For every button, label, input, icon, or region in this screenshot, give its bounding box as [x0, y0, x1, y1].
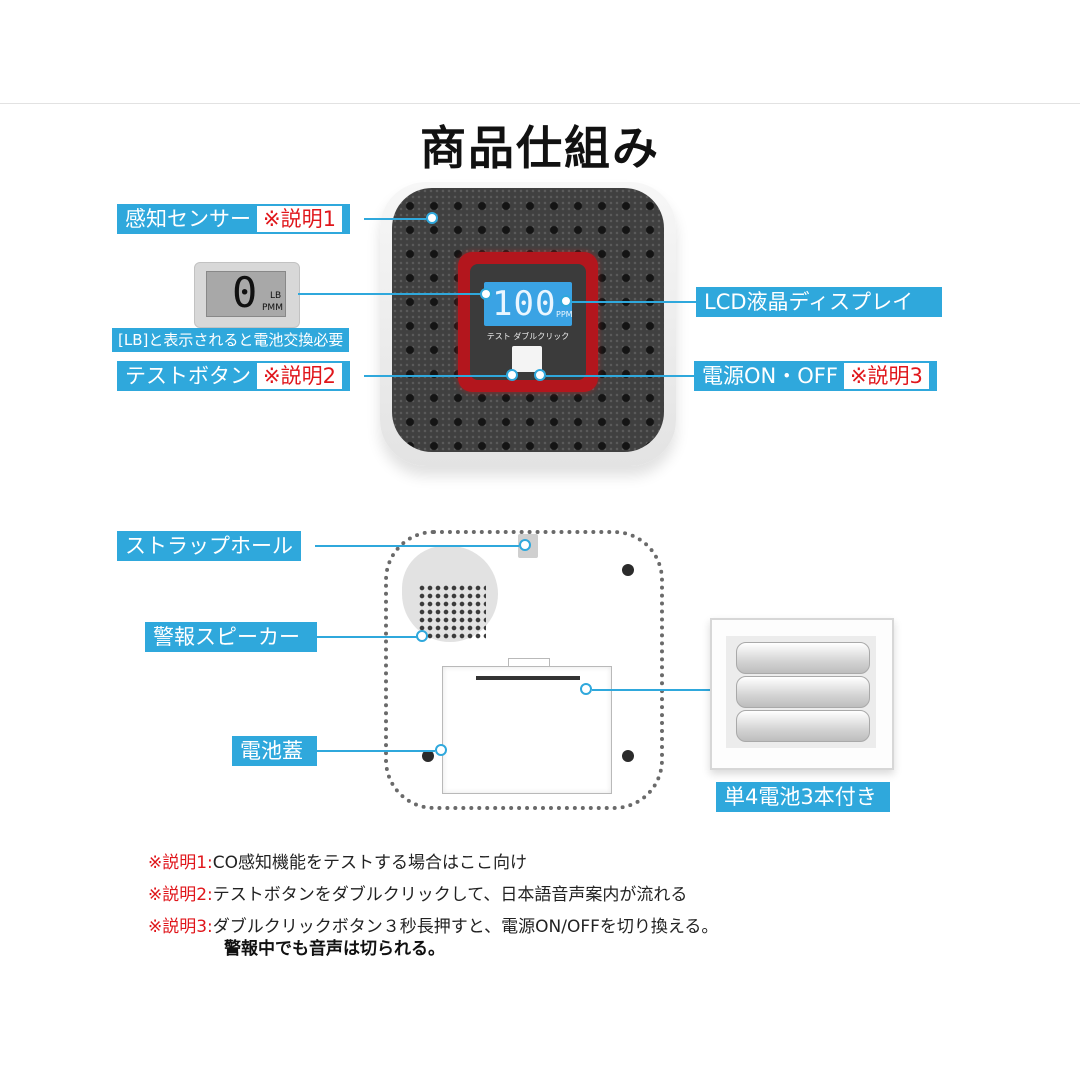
lb-unit: PMM — [262, 303, 283, 313]
callout-lcd: LCD液晶ディスプレイ — [696, 287, 942, 317]
callout-power-label: 電源ON・OFF — [702, 364, 838, 388]
lb-caption: [LB]と表示されると電池交換必要 — [112, 328, 350, 352]
callout-strap-line — [315, 545, 519, 547]
battery-cover-slot — [476, 676, 580, 680]
note-1: ※説明1:CO感知機能をテストする場合はここ向け — [148, 848, 527, 873]
screw-icon — [622, 564, 634, 576]
lcd-value: 100 — [492, 284, 557, 324]
callout-lcd-line — [572, 301, 696, 303]
callout-test-label: テストボタン — [125, 364, 251, 388]
callout-test-button: テストボタン※説明2 — [117, 361, 350, 391]
lb-display-screen — [206, 271, 286, 317]
lcd-right-dot — [560, 295, 572, 307]
note-2: ※説明2:テストボタンをダブルクリックして、日本語音声案内が流れる — [148, 880, 687, 905]
page-title: 商品仕組み — [420, 121, 660, 175]
callout-strap-hole: ストラップホール — [117, 531, 301, 561]
callout-batteries-line — [592, 689, 710, 691]
callout-speaker-line — [317, 636, 417, 638]
note-3: ※説明3:ダブルクリックボタン３秒長押すと、電源ON/OFFを切り換える。 — [148, 912, 718, 937]
battery-icon — [736, 676, 870, 708]
note-1-mark: ※説明1: — [148, 853, 213, 873]
callout-strap-dot — [519, 539, 531, 551]
lcd-screen — [484, 282, 572, 326]
note-3-text: ダブルクリックボタン３秒長押すと、電源ON/OFFを切り換える。 — [212, 917, 719, 937]
lb-digit: 0 — [232, 268, 258, 317]
callout-test-dot — [506, 369, 518, 381]
battery-cover-tab — [508, 658, 550, 669]
top-divider — [0, 103, 1080, 104]
callout-batteries-dot — [580, 683, 592, 695]
lb-to-lcd-line — [298, 293, 480, 295]
callout-lcd-label: LCD液晶ディスプレイ — [704, 290, 914, 314]
note-3-mark: ※説明3: — [148, 917, 213, 937]
callout-speaker-label: 警報スピーカー — [153, 625, 300, 649]
callout-test-note: ※説明2 — [257, 363, 342, 389]
callout-power: 電源ON・OFF※説明3 — [694, 361, 937, 391]
screw-icon — [422, 750, 434, 762]
callout-sensor: 感知センサー※説明1 — [117, 204, 350, 234]
callout-sensor-note: ※説明1 — [257, 206, 342, 232]
callout-strap-label: ストラップホール — [125, 534, 293, 558]
lcd-unit: PPM — [556, 310, 573, 319]
callout-batteries-label: 単4電池3本付き — [724, 785, 877, 809]
callout-cover-label: 電池蓋 — [240, 739, 303, 763]
callout-power-note: ※説明3 — [843, 363, 929, 389]
callout-batteries: 単4電池3本付き — [716, 782, 890, 812]
callout-battery-cover: 電池蓋 — [232, 736, 317, 766]
callout-sensor-label: 感知センサー — [125, 207, 251, 231]
lcd-left-dot — [480, 288, 492, 300]
speaker-holes — [418, 584, 486, 640]
callout-sensor-dot — [426, 212, 438, 224]
battery-icon — [736, 710, 870, 742]
screw-icon — [622, 750, 634, 762]
callout-cover-dot — [435, 744, 447, 756]
callout-test-line — [364, 375, 508, 377]
lb-indicator: LB — [270, 291, 282, 301]
note-2-mark: ※説明2: — [148, 885, 213, 905]
callout-power-line — [546, 375, 694, 377]
callout-sensor-line — [364, 218, 426, 220]
callout-power-dot — [534, 369, 546, 381]
callout-speaker: 警報スピーカー — [145, 622, 317, 652]
callout-speaker-dot — [416, 630, 428, 642]
battery-icon — [736, 642, 870, 674]
test-double-click-label: テスト ダブルクリック — [486, 332, 570, 341]
callout-cover-line — [317, 750, 435, 752]
note-3-extra: 警報中でも音声は切られる。 — [224, 939, 445, 959]
test-button[interactable] — [512, 346, 542, 372]
note-1-text: CO感知機能をテストする場合はここ向け — [212, 853, 528, 873]
note-2-text: テストボタンをダブルクリックして、日本語音声案内が流れる — [212, 885, 688, 905]
